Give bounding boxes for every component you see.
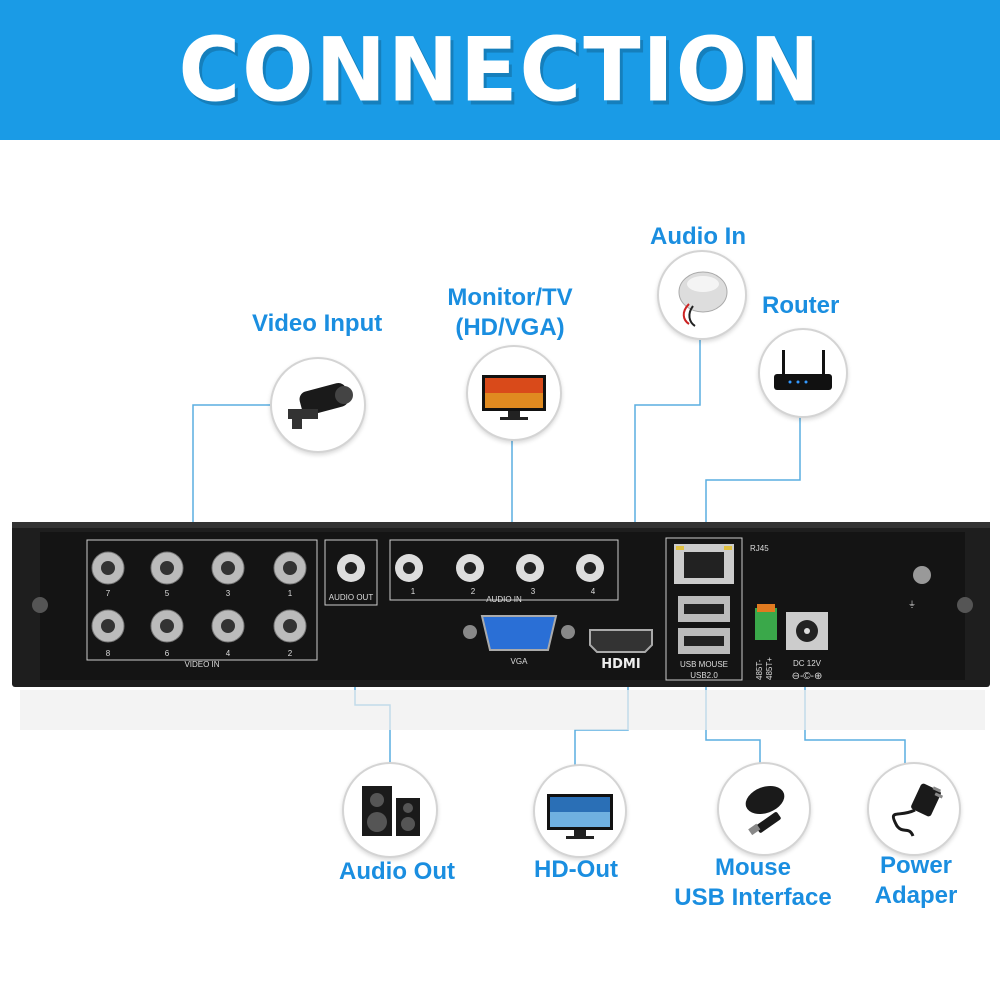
power-label-line1: Power [879, 852, 953, 879]
svg-text:⊖-©-⊕: ⊖-©-⊕ [792, 671, 823, 682]
speaker-icon [342, 762, 438, 858]
video-top-num-1: 7 [106, 589, 111, 598]
screw-left [32, 597, 48, 613]
rs485-block [755, 608, 777, 640]
mouse-usb-label: Mouse USB Interface [668, 853, 838, 913]
video-top-num-2: 5 [165, 589, 170, 598]
dc-panel-label: DC 12V [793, 659, 822, 668]
monitor-label-line1: Monitor/TV [447, 284, 573, 311]
audio-out-panel-label: AUDIO OUT [329, 593, 374, 602]
svg-text:⏚: ⏚ [908, 600, 916, 609]
video-in-label: VIDEO IN [184, 660, 219, 669]
mouse-usb-label-line1: Mouse [714, 854, 791, 881]
video-bottom-num-4: 2 [288, 649, 293, 658]
router-line [705, 400, 801, 540]
router-label: Router [762, 292, 840, 319]
power-adapter-label: Power Adaper [872, 851, 960, 911]
hd-monitor-icon [533, 764, 627, 858]
audio-out-label: Audio Out [339, 858, 455, 885]
dvr-chassis: ⏚ 7 5 3 1 8 6 4 2 VIDEO IN AUDIO OUT [12, 522, 990, 687]
video-input-label: Video Input [252, 310, 383, 337]
microphone-icon [657, 250, 747, 340]
power-label-line2: Adaper [874, 882, 958, 909]
audio-in-num-2: 2 [471, 587, 476, 596]
camera-icon [270, 357, 366, 453]
rs485-plus-label: 485T+ [765, 657, 774, 680]
video-top-num-4: 1 [288, 589, 293, 598]
usb-mouse-panel-label: USB MOUSE [680, 660, 728, 669]
audio-in-num-3: 3 [531, 587, 536, 596]
monitor-label: Monitor/TV (HD/VGA) [444, 283, 576, 343]
audio-in-num-1: 1 [411, 587, 416, 596]
audio-in-panel-label: AUDIO IN [486, 595, 522, 604]
video-bottom-num-1: 8 [106, 649, 111, 658]
video-input-line [192, 404, 280, 533]
vga-panel-label: VGA [511, 657, 529, 666]
video-top-num-3: 3 [226, 589, 231, 598]
vga-port [480, 615, 558, 651]
power-adapter-icon [867, 762, 961, 856]
mouse-icon [717, 762, 811, 856]
ground-screw [913, 566, 931, 584]
hd-out-label: HD-Out [534, 856, 618, 883]
device-reflection [20, 690, 985, 730]
rj45-usb-frame [665, 537, 743, 681]
hdmi-port [589, 629, 653, 653]
monitor-label-line2: (HD/VGA) [455, 314, 565, 341]
title-banner: CONNECTION [0, 0, 1000, 140]
mouse-usb-label-line2: USB Interface [674, 884, 832, 911]
banner-title: CONNECTION [178, 18, 822, 122]
audio-in-frame [389, 539, 619, 601]
rs485-minus-label: 485T- [755, 659, 764, 680]
video-bottom-num-2: 6 [165, 649, 170, 658]
screw-right [957, 597, 973, 613]
video-bottom-num-3: 4 [226, 649, 231, 658]
monitor-icon [466, 345, 562, 441]
audio-in-label: Audio In [650, 223, 746, 250]
audio-out-frame [324, 539, 378, 606]
audio-in-num-4: 4 [591, 587, 596, 596]
rj45-panel-label: RJ45 [750, 544, 769, 553]
usb2-panel-label: USB2.0 [690, 671, 718, 680]
video-in-frame [86, 539, 318, 661]
router-icon [758, 328, 848, 418]
hdmi-panel-label: HDMI [601, 657, 640, 672]
